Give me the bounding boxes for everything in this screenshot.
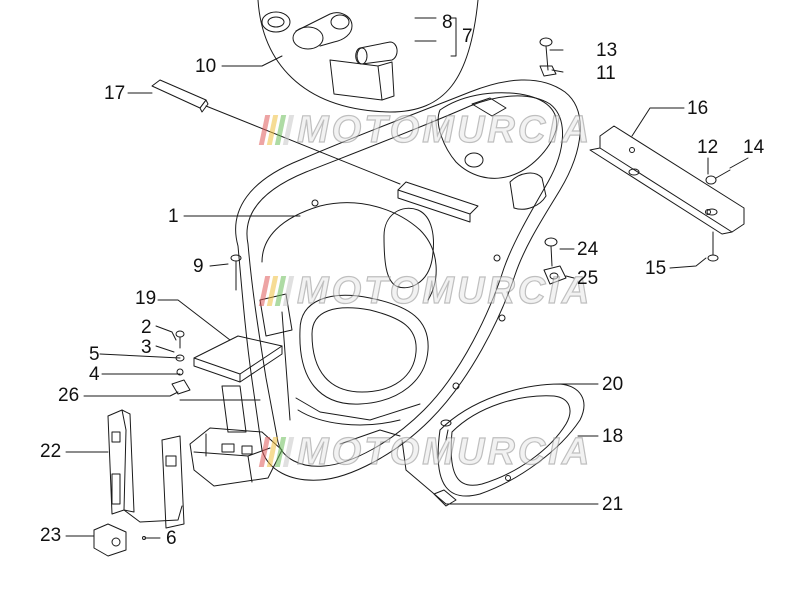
callout-label: 24: [577, 239, 599, 260]
callout-label: 8: [442, 12, 453, 33]
callout-label: 11: [596, 63, 616, 84]
callout-label: 19: [135, 288, 157, 309]
callout-label: 17: [104, 83, 126, 104]
callout-label: 20: [602, 374, 624, 395]
callout-label: 5: [89, 344, 100, 365]
small-lid-part: [151, 79, 209, 113]
callout-label: 15: [645, 258, 667, 279]
socket-part: [261, 11, 353, 50]
fasteners: [142, 37, 731, 540]
clip-part: [93, 523, 127, 557]
tray-part: [189, 427, 283, 487]
plate-part: [589, 125, 745, 235]
callout-label: 18: [602, 426, 624, 447]
plug-part: [355, 41, 398, 65]
helmet-compartment-part: [235, 79, 581, 481]
callout-label: 16: [687, 98, 709, 119]
cover-part: [329, 59, 395, 101]
callout-label: 3: [141, 337, 152, 358]
callout-label: 10: [195, 56, 217, 77]
clip-21: [433, 489, 457, 507]
callout-label: 26: [58, 385, 80, 406]
callout-label: 12: [697, 137, 719, 158]
leader-lines: [65, 17, 749, 539]
callout-label: 25: [577, 268, 599, 289]
callout-label: 1: [168, 206, 179, 227]
callout-label: 14: [743, 137, 765, 158]
callout-label: 9: [193, 256, 204, 277]
lid-part: [193, 335, 283, 383]
tray-bracket: [221, 385, 247, 433]
callout-label: 7: [462, 26, 473, 47]
detail-circle-arc: [257, 0, 479, 113]
callout-label: 23: [40, 525, 62, 546]
mount-bracket-part: [107, 409, 185, 529]
callout-label: 6: [166, 528, 177, 549]
callout-label: 13: [596, 40, 618, 61]
callout-label: 4: [89, 364, 100, 385]
callout-label: 22: [40, 441, 62, 462]
liner-part: [437, 383, 585, 497]
callout-label: 2: [141, 317, 152, 338]
callout-label: 21: [602, 494, 624, 515]
